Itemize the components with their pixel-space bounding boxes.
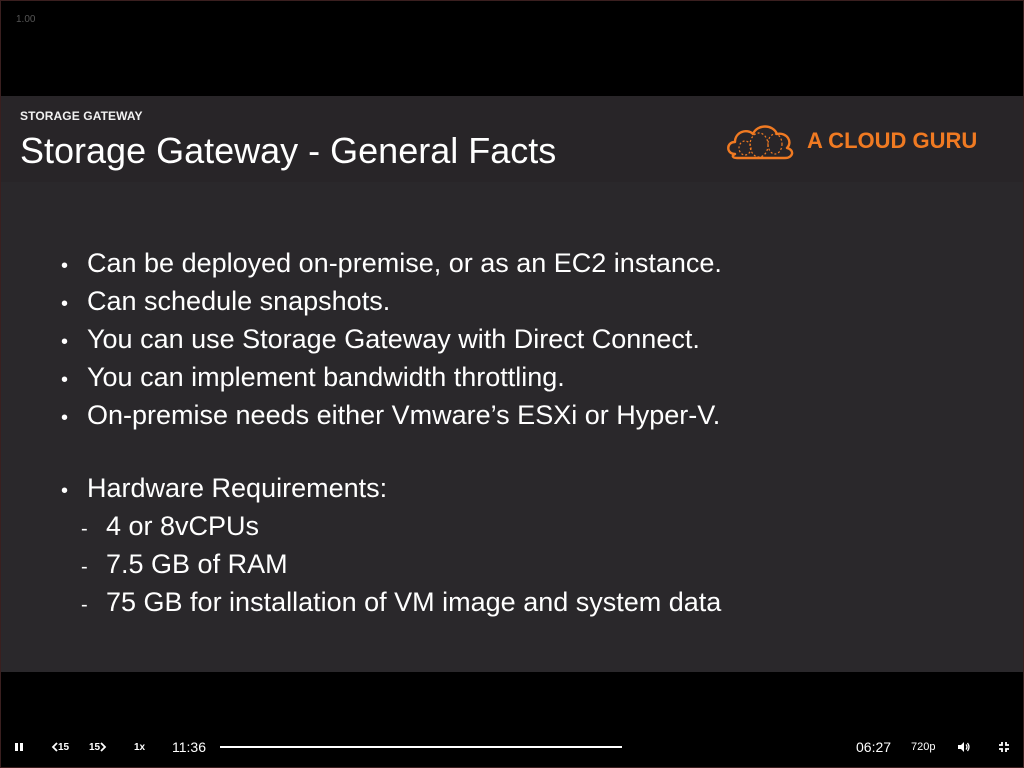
slide-kicker: STORAGE GATEWAY [20,109,143,123]
chevron-left-icon [51,742,58,752]
quality-label: 720p [911,741,936,753]
dash-icon: - [81,556,88,578]
speed-indicator: 1.00 [16,14,36,25]
bullet-dot-icon: • [61,480,69,502]
slide-header: STORAGE GATEWAY Storage Gateway - Genera… [1,96,1023,182]
brand-name: A CLOUD GURU [807,128,978,153]
bullet-item-hardware: • Hardware Requirements: [61,471,722,509]
bullet-text: Can be deployed on-premise, or as an EC2… [87,248,722,278]
progress-bar[interactable] [220,746,622,748]
exit-fullscreen-icon [999,742,1009,752]
sub-bullet-item: - 75 GB for installation of VM image and… [61,585,722,623]
dash-icon: - [81,518,88,540]
remaining-time-label: 06:27 [856,739,892,755]
playback-speed-button[interactable]: 1x [134,732,145,762]
remaining-time: 06:27 [856,732,891,762]
pause-icon [15,743,23,751]
bullet-dot-icon: • [61,407,69,429]
bullet-dot-icon: • [61,331,69,353]
bullet-list: • Can be deployed on-premise, or as an E… [61,246,722,623]
play-pause-button[interactable] [13,732,25,762]
chevron-right-icon [100,742,107,752]
cloud-logo-icon [727,125,794,160]
forward-15-button[interactable]: 15 [89,732,107,762]
bullet-text: You can implement bandwidth throttling. [87,362,565,392]
sub-bullet-text: 75 GB for installation of VM image and s… [106,587,722,617]
quality-button[interactable]: 720p [911,732,935,762]
forward-seconds-label: 15 [89,741,101,753]
bullet-item: • You can use Storage Gateway with Direc… [61,322,722,360]
elapsed-time: 11:36 [172,732,206,762]
sub-bullet-item: - 7.5 GB of RAM [61,547,722,585]
brand-logo: A CLOUD GURU [723,116,1003,166]
rewind-15-button[interactable]: 15 [51,732,69,762]
elapsed-time-label: 11:36 [172,739,206,755]
playback-speed-label: 1x [134,741,146,753]
bullet-text: Can schedule snapshots. [87,286,391,316]
exit-fullscreen-button[interactable] [998,732,1010,762]
rewind-seconds-label: 15 [58,741,70,753]
slide-title: Storage Gateway - General Facts [20,130,557,171]
bullet-item: • Can schedule snapshots. [61,284,722,322]
bullet-text: On-premise needs either Vmware’s ESXi or… [87,400,721,430]
bullet-item: • Can be deployed on-premise, or as an E… [61,246,722,284]
bullet-text: You can use Storage Gateway with Direct … [87,324,700,354]
player-controls: 15 15 1x 11:36 06:27 720p [0,732,1024,762]
bullet-item: • You can implement bandwidth throttling… [61,360,722,398]
sub-bullet-text: 4 or 8vCPUs [106,511,260,541]
bullet-text: Hardware Requirements: [87,473,388,503]
bullet-dot-icon: • [61,369,69,391]
sub-bullet-item: - 4 or 8vCPUs [61,509,722,547]
bullet-spacer [61,436,722,471]
bullet-dot-icon: • [61,255,69,277]
sub-bullet-text: 7.5 GB of RAM [106,549,288,579]
slide: STORAGE GATEWAY Storage Gateway - Genera… [1,96,1023,672]
volume-icon [958,742,970,752]
bullet-dot-icon: • [61,293,69,315]
progress-fill [220,746,622,748]
bullet-item: • On-premise needs either Vmware’s ESXi … [61,398,722,436]
dash-icon: - [81,594,88,616]
volume-button[interactable] [957,732,971,762]
